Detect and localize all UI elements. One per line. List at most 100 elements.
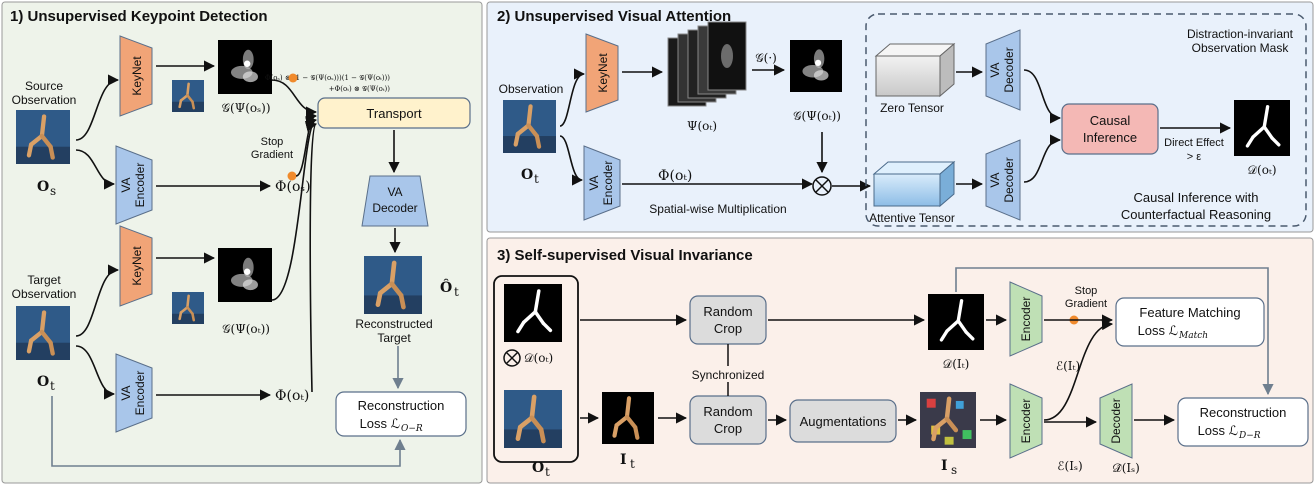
keynet-bottom: KeyNet [119, 225, 153, 307]
arrow-tgt-keynet [75, 264, 120, 337]
arrow-decoder-bottom-causal [1023, 134, 1062, 183]
attentive-tensor [872, 160, 956, 208]
svg-text:t: t [630, 457, 635, 471]
va-decoder-top-panel2: VA Decoder [985, 29, 1021, 111]
reconstructed-label-1: Reconstructed [355, 317, 432, 331]
svg-text:O: O [37, 374, 49, 390]
keynet-panel2: KeyNet [585, 33, 619, 113]
source-observation-image [16, 110, 70, 164]
phi-os-label: Φ(oₛ) [275, 179, 311, 195]
va-decoder-bottom-panel2: VA Decoder [985, 139, 1021, 221]
causal-inference-dashed-region [865, 13, 1307, 227]
recon-loss-panel3-label-2: Loss ℒ D−R [1198, 423, 1261, 441]
panel-visual-invariance: 3) Self-supervised Visual Invariance 𝒟(o… [486, 237, 1314, 484]
observation-symbol-panel3: O t [532, 460, 550, 479]
mask-observation-group [493, 275, 579, 463]
ci-with-cr-label-1: Causal Inference with [1133, 190, 1258, 205]
keypoint-overlay-target [170, 290, 206, 326]
transport-label: Transport [366, 106, 422, 121]
svg-text:Decoder: Decoder [1002, 157, 1016, 202]
panel3-title: 3) Self-supervised Visual Invariance [497, 247, 753, 264]
svg-text:Loss ℒ: Loss ℒ [1198, 423, 1238, 438]
arrow-target-to-loss [51, 396, 406, 467]
svg-text:O: O [37, 179, 49, 195]
spatial-multiplication-label: Spatial-wise Multiplication [649, 202, 786, 216]
direct-effect-label-1: Direct Effect [1164, 137, 1224, 149]
d-hat-is-label: 𝒟̂(Iₛ) [1112, 461, 1140, 475]
attentive-tensor-label: Attentive Tensor [869, 211, 955, 225]
random-crop-top-label-2: Crop [714, 321, 742, 336]
svg-text:Decoder: Decoder [1002, 47, 1016, 92]
random-crop-top-label-1: Random [703, 304, 752, 319]
svg-text:t: t [534, 172, 539, 186]
arrow-obs-keynet [559, 68, 586, 127]
heatmap-target [218, 248, 272, 302]
stop-gradient-label-2: Gradient [251, 149, 293, 161]
recon-loss-label-1: Reconstruction [358, 398, 445, 413]
source-observation-label-2: Observation [12, 93, 77, 107]
augmentations-label: Augmentations [800, 414, 887, 429]
panel1-title: 1) Unsupervised Keypoint Detection [10, 8, 268, 25]
transport-formula-2: +Φ(oₜ) ⊗ 𝒢(Ψ(oₜ)) [329, 85, 391, 93]
svg-text:O: O [521, 167, 533, 183]
ci-with-cr-label-2: Counterfactual Reasoning [1121, 207, 1271, 222]
target-observation-label-2: Observation [12, 287, 77, 301]
arrow-tgt-encoder [75, 345, 116, 400]
multiply-symbol [812, 176, 832, 196]
causal-inference-label-2: Inference [1083, 130, 1137, 145]
stop-gradient-label-panel3-2: Gradient [1065, 298, 1107, 310]
source-observation-label-1: Source [25, 79, 63, 93]
svg-text:Loss ℒ: Loss ℒ [1138, 323, 1178, 338]
arrow-src-keynet [75, 74, 120, 141]
svg-text:s: s [951, 463, 957, 477]
panel2-title: 2) Unsupervised Visual Attention [497, 8, 731, 25]
target-observation-image [16, 306, 70, 360]
d-ot-label-panel2: 𝒟(oₜ) [1247, 163, 1276, 177]
va-decoder-panel1: VA Decoder [361, 175, 429, 227]
is-image [920, 392, 976, 448]
zero-tensor-label: Zero Tensor [880, 101, 944, 115]
observation-image-panel3 [504, 390, 562, 448]
heatmap-source [218, 40, 272, 94]
va-encoder-top: VA Encoder [115, 145, 153, 225]
reconstruction-loss-box-panel3 [1177, 397, 1309, 447]
encoder-top-panel3: Encoder [1009, 281, 1043, 357]
random-crop-bottom-label-2: Crop [714, 421, 742, 436]
g-dot-label: 𝒢(·) [755, 51, 777, 65]
transport-box [317, 97, 471, 129]
recon-loss-panel3-label-1: Reconstruction [1200, 405, 1287, 420]
reconstructed-symbol: Ô t [440, 278, 459, 299]
observation-image-panel2 [503, 100, 556, 153]
phi-ot-label: Φ(oₜ) [275, 388, 309, 404]
synchronized-label: Synchronized [692, 368, 765, 382]
arrow-encoder2-feature-loss [1043, 318, 1114, 421]
reconstructed-label-2: Target [377, 331, 411, 345]
it-image [602, 392, 654, 444]
panel-visual-attention: 2) Unsupervised Visual Attention Observa… [486, 1, 1314, 233]
va-encoder-panel2: VA Encoder [583, 145, 621, 221]
e-it-label: ℰ(Iₜ) [1056, 359, 1080, 373]
g-psi-ot-label-panel2: 𝒢(Ψ(oₜ)) [793, 109, 841, 123]
stop-gradient-label-1: Stop [261, 136, 284, 148]
observation-label: Observation [499, 82, 564, 96]
psi-ot-label: Ψ(oₜ) [687, 119, 717, 133]
va-encoder-bottom: VA Encoder [115, 353, 153, 433]
svg-text:VA: VA [119, 177, 133, 192]
mask-image-panel3 [502, 282, 564, 344]
stop-gradient-dot-phi [287, 171, 297, 181]
phi-ot-label-panel2: Φ(oₜ) [658, 168, 692, 184]
stop-gradient-dot-formula [288, 73, 298, 83]
svg-text:O: O [532, 460, 544, 476]
svg-text:KeyNet: KeyNet [130, 56, 144, 96]
is-symbol: I s [941, 458, 957, 477]
panel-keypoint-detection: 1) Unsupervised Keypoint Detection Sourc… [1, 1, 483, 484]
svg-text:Loss ℒ: Loss ℒ [360, 416, 400, 431]
svg-text:O−R: O−R [401, 424, 423, 434]
mask-label-1: Distraction-invariant [1187, 27, 1294, 41]
svg-text:Encoder: Encoder [1019, 297, 1033, 342]
arrow-dit-to-recon-loss [955, 267, 1274, 396]
multiply-symbol-panel3 [503, 349, 521, 367]
svg-text:Match: Match [1178, 331, 1208, 341]
g-psi-ot-label: 𝒢(Ψ(oₜ)) [222, 322, 270, 336]
